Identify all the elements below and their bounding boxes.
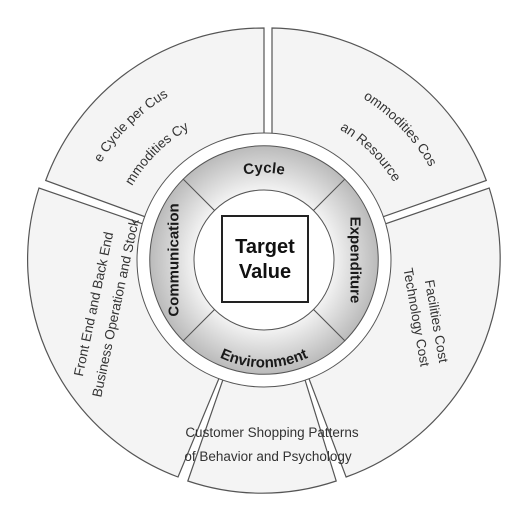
outer-bottom-line2: of Behavior and Psychology [184, 449, 352, 464]
inner-label-communication: Communication [166, 203, 183, 316]
center-box [221, 215, 309, 303]
inner-label-cycle: Cycle [242, 160, 286, 179]
inner-label-expenditure: Expenditure [347, 217, 364, 304]
center-label-line1: Target [235, 236, 295, 258]
inner-segment-cycle [182, 145, 346, 212]
inner-segment-expenditure [312, 178, 379, 342]
inner-segment-communication [149, 178, 216, 342]
center-label-line2: Value [239, 261, 291, 283]
outer-bottom-line1: Customer Shopping Patterns [185, 425, 359, 440]
outer-ring [27, 27, 501, 494]
inner-ring [136, 132, 392, 388]
inner-segment-environment [182, 308, 346, 375]
